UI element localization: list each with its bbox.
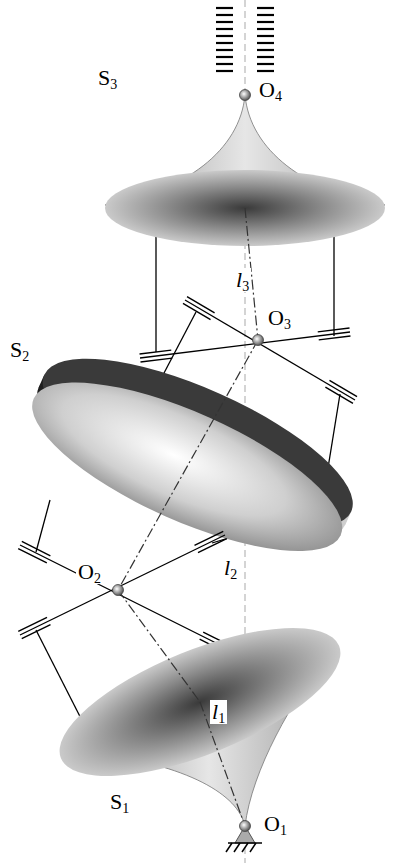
part-label: S2 — [8, 338, 31, 362]
part-label: O3 — [266, 306, 293, 330]
body-s1 — [41, 598, 358, 826]
part-label: l1 — [210, 700, 227, 724]
part-label: O4 — [257, 78, 284, 102]
bearing-symbols — [18, 531, 232, 653]
support-hatch — [216, 8, 274, 71]
part-label: l3 — [234, 268, 251, 292]
axis-lines — [118, 208, 258, 826]
part-label: S3 — [96, 66, 119, 90]
part-label: S1 — [108, 790, 131, 814]
part-label: l2 — [222, 556, 239, 580]
body-s3 — [105, 95, 385, 246]
body-s2 — [12, 325, 373, 584]
part-label: O1 — [262, 812, 289, 836]
joint-dots — [113, 90, 264, 832]
part-label: O2 — [76, 560, 103, 584]
cross-joint — [20, 535, 230, 650]
